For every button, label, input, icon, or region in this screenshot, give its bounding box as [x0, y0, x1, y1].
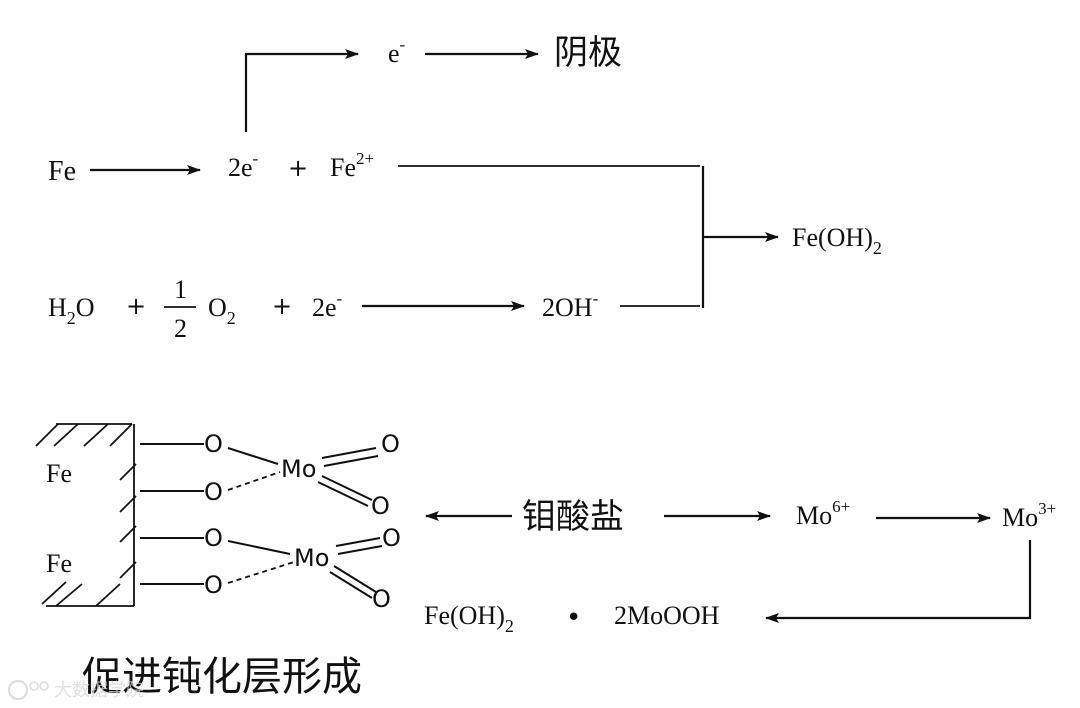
watermark-text: 大数据学院: [54, 680, 144, 701]
water-label: H2O: [48, 293, 95, 328]
iron-surface-hatch: [35, 423, 137, 607]
molybdate-pathway: 钼酸盐 Mo6+ Mo3+ Fe(OH)2 • 2MoOOH: [424, 497, 1056, 636]
molybdenum-atom-2: Mo: [294, 544, 329, 572]
oxygen-atom-5: O: [381, 430, 400, 458]
electron-branch-arrow: [244, 49, 359, 132]
molybdenum-atom-1: Mo: [281, 455, 316, 483]
plus-sign-1: +: [288, 154, 308, 182]
oxygen-label: O2: [208, 293, 236, 328]
moooh-label: 2MoOOH: [614, 601, 720, 630]
mo6-label: Mo6+: [796, 497, 850, 530]
fraction-numerator: 1: [174, 275, 187, 304]
two-electron-label-2: 2e-: [312, 289, 343, 322]
top-scheme: e- 阴极 Fe 2e- + Fe2+ Fe(OH)2 H2O + 1 2 O2…: [48, 33, 882, 343]
hydroxide-label: 2OH-: [542, 289, 599, 322]
passivation-structure: Fe Fe O O O O Mo O O Mo O O: [35, 423, 401, 613]
iron-label: Fe: [48, 156, 76, 187]
mo3-label: Mo3+: [1002, 499, 1056, 532]
passivation-caption: 促进钝化层形成: [82, 654, 362, 700]
iron-atom-label-a: Fe: [46, 459, 72, 488]
ferrous-ion-label: Fe2+: [330, 149, 374, 182]
oxygen-atom-7: O: [382, 524, 401, 552]
watermark: 大数据学院: [8, 680, 144, 701]
molybdate-label: 钼酸盐: [522, 497, 624, 537]
iron-atom-label-b: Fe: [46, 549, 72, 578]
two-electron-label: 2e-: [228, 149, 259, 182]
plus-sign-2: +: [126, 292, 146, 320]
plus-sign-3: +: [272, 292, 292, 320]
oxygen-atom-1: O: [204, 430, 223, 458]
oxygen-atom-4: O: [204, 571, 223, 599]
adduct-dot: •: [566, 603, 581, 633]
oxygen-atom-6: O: [371, 492, 390, 520]
oxygen-atom-2: O: [204, 478, 223, 506]
watermark-logo-icon: [8, 680, 28, 700]
cathode-label: 阴极: [554, 33, 622, 73]
oxygen-atom-8: O: [372, 585, 391, 613]
oxygen-atom-3: O: [204, 524, 223, 552]
fraction-denominator: 2: [174, 314, 187, 343]
ferrous-hydroxide-product: Fe(OH)2: [424, 601, 514, 636]
to-product-arrow: [765, 540, 1032, 623]
ferrous-hydroxide-label: Fe(OH)2: [792, 223, 882, 258]
electron-label: e-: [388, 35, 406, 68]
